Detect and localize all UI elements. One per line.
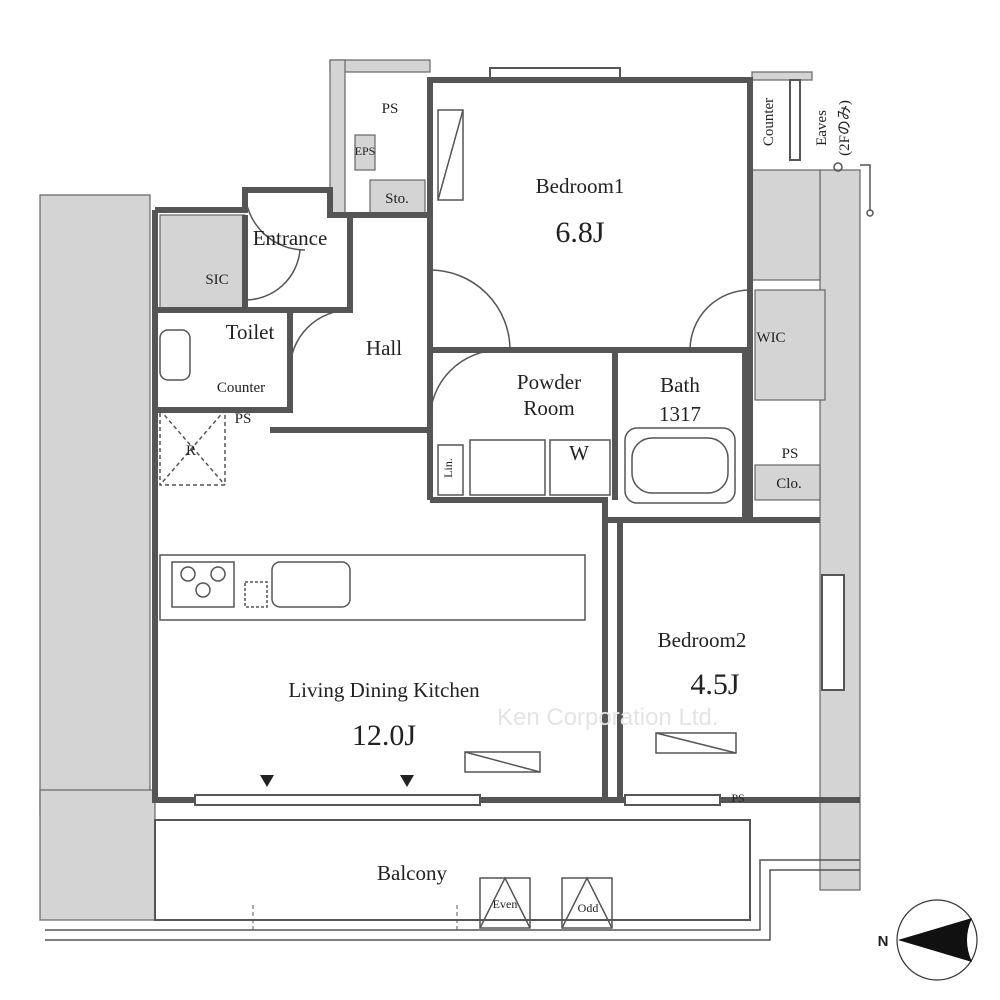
odd-label: Odd bbox=[578, 901, 599, 915]
sic-label: SIC bbox=[205, 272, 228, 288]
washer-label: W bbox=[569, 441, 589, 465]
ps-top-label: PS bbox=[382, 101, 399, 117]
bath-label: Bath bbox=[660, 373, 700, 397]
hall-label: Hall bbox=[366, 336, 402, 360]
toilet-label: Toilet bbox=[226, 320, 275, 344]
eaves-note: (2Fのみ) bbox=[837, 100, 853, 156]
ps-right-label: PS bbox=[782, 446, 799, 462]
fixtures bbox=[159, 109, 874, 929]
balcony-label: Balcony bbox=[377, 861, 447, 885]
linen-label: Lin. bbox=[441, 458, 455, 478]
walls bbox=[152, 67, 860, 806]
storage-label: Sto. bbox=[385, 191, 409, 207]
compass-north-label: N bbox=[878, 933, 889, 950]
counter-toilet-label: Counter bbox=[217, 380, 265, 396]
exterior-walls bbox=[39, 59, 861, 921]
eps-label: EPS bbox=[355, 144, 376, 158]
counter-top-label: Counter bbox=[761, 98, 777, 146]
bedroom2-size: 4.5J bbox=[690, 668, 740, 701]
balcony-area bbox=[45, 819, 860, 941]
ps-bottom-label: PS bbox=[731, 791, 744, 805]
bedroom1-size: 6.8J bbox=[555, 216, 605, 249]
compass: N bbox=[878, 899, 978, 981]
eaves-label: Eaves bbox=[814, 110, 830, 146]
entrance-label: Entrance bbox=[253, 226, 328, 250]
ps-toilet-label: PS bbox=[235, 411, 252, 427]
compass-arrow-icon bbox=[898, 918, 972, 962]
bath-size: 1317 bbox=[659, 402, 701, 426]
refrigerator-label: R bbox=[186, 443, 196, 459]
bedroom1-label: Bedroom1 bbox=[536, 174, 625, 198]
ldk-size: 12.0J bbox=[352, 719, 417, 752]
ldk-label: Living Dining Kitchen bbox=[288, 678, 480, 702]
even-label: Even bbox=[493, 897, 518, 911]
powder-room-label-1: Powder bbox=[517, 370, 581, 394]
watermark: Ken Corporation Ltd. bbox=[497, 704, 718, 731]
powder-room-label-2: Room bbox=[523, 396, 574, 420]
wic-label: WIC bbox=[756, 330, 785, 346]
bedroom2-label: Bedroom2 bbox=[658, 628, 747, 652]
closet-label: Clo. bbox=[776, 476, 801, 492]
